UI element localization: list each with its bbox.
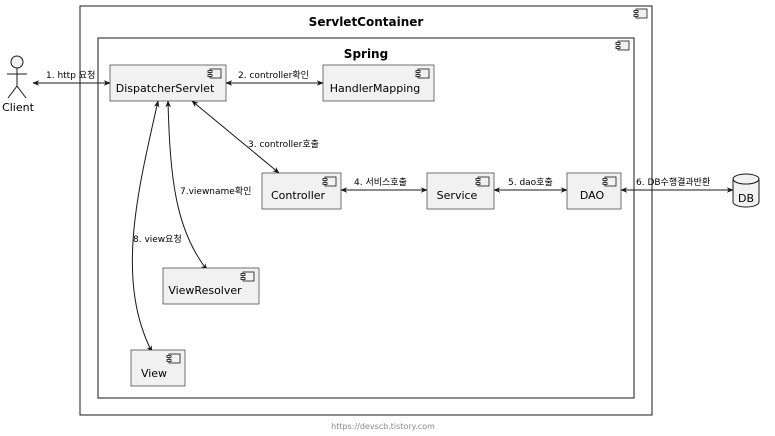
edge-label-1: 1. http 요청: [46, 70, 95, 81]
component-service: Service: [426, 172, 495, 210]
component-dao: DAO: [566, 172, 622, 210]
database: DB: [732, 173, 760, 208]
component-controller: Controller: [261, 172, 342, 210]
edge-dispatcher-view: [131, 100, 160, 353]
spring-container-title: Spring: [344, 47, 388, 61]
edge-label-2: 2. controller확인: [238, 69, 309, 81]
edge-label-7: 7.viewname확인: [180, 185, 251, 197]
db-label: DB: [738, 192, 754, 205]
controller-label: Controller: [271, 189, 326, 202]
edge-label-6: 6. DB수행결과반환: [636, 176, 710, 188]
client-actor: Client: [2, 55, 35, 114]
edges: [32, 80, 734, 353]
component-handler-mapping: HandlerMapping: [322, 64, 435, 102]
view-label: View: [141, 367, 167, 380]
edge-label-3: 3. controller호출: [248, 139, 319, 150]
edge-label-8: 8. view요청: [133, 234, 182, 245]
edge-label-5: 5. dao호출: [508, 177, 553, 188]
client-label: Client: [2, 101, 35, 114]
actor-head: [10, 55, 24, 69]
servlet-container: ServletContainer: [79, 5, 653, 416]
component-icon: [633, 8, 648, 19]
edge-labels: 1. http 요청 2. controller확인 3. controller…: [46, 69, 710, 245]
component-dispatcher-servlet: DispatcherServlet: [109, 64, 227, 102]
footer-source: https://devscb.tistory.com: [331, 422, 435, 431]
component-view: View: [130, 349, 186, 387]
edge-dispatcher-controller: [191, 100, 280, 174]
spring-container: Spring: [97, 37, 635, 399]
dao-label: DAO: [580, 189, 605, 202]
service-label: Service: [437, 189, 478, 202]
edge-label-4: 4. 서비스호출: [354, 177, 407, 188]
dispatcher-servlet-label: DispatcherServlet: [116, 82, 215, 95]
edge-dispatcher-viewresolver: [165, 100, 208, 271]
component-view-resolver: ViewResolver: [162, 267, 260, 305]
component-icon: [615, 40, 630, 51]
servlet-container-title: ServletContainer: [309, 15, 424, 29]
handler-mapping-label: HandlerMapping: [330, 82, 421, 95]
view-resolver-label: ViewResolver: [168, 284, 242, 297]
